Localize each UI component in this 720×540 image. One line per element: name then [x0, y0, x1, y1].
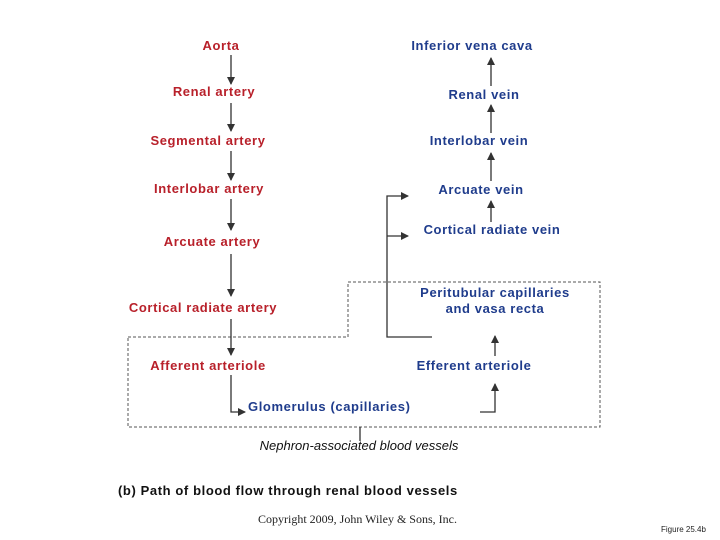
label-afferent-arteriole: Afferent arteriole: [150, 358, 266, 373]
label-cortical-radiate-vein: Cortical radiate vein: [423, 222, 561, 237]
nephron-associated-label: Nephron-associated blood vessels: [259, 438, 459, 453]
label-cortical-radiate-artery: Cortical radiate artery: [128, 300, 278, 315]
label-aorta: Aorta: [202, 38, 240, 53]
label-segmental-artery: Segmental artery: [150, 133, 266, 148]
copyright-notice: Copyright 2009, John Wiley & Sons, Inc.: [258, 512, 457, 526]
bracket-return-path: [386, 192, 432, 338]
label-glomerulus: Glomerulus (capillaries): [248, 399, 411, 414]
label-peritubular-capillaries: Peritubular capillaries and vasa recta: [420, 285, 570, 316]
label-renal-vein: Renal vein: [448, 87, 520, 102]
arrow-glomerulus-to-efferent: [480, 383, 499, 413]
label-arcuate-artery: Arcuate artery: [163, 234, 261, 249]
label-efferent-arteriole: Efferent arteriole: [416, 358, 532, 373]
label-interlobar-artery: Interlobar artery: [154, 181, 264, 196]
label-renal-artery: Renal artery: [172, 84, 256, 99]
label-arcuate-vein: Arcuate vein: [438, 182, 524, 197]
label-interlobar-vein: Interlobar vein: [429, 133, 529, 148]
panel-caption: (b) Path of blood flow through renal blo…: [118, 483, 458, 498]
label-inferior-vena-cava: Inferior vena cava: [411, 38, 533, 53]
nephron-boundary: [127, 281, 601, 428]
figure-number: Figure 25.4b: [661, 525, 706, 534]
arrow-afferent-to-glomerulus: [230, 375, 246, 416]
